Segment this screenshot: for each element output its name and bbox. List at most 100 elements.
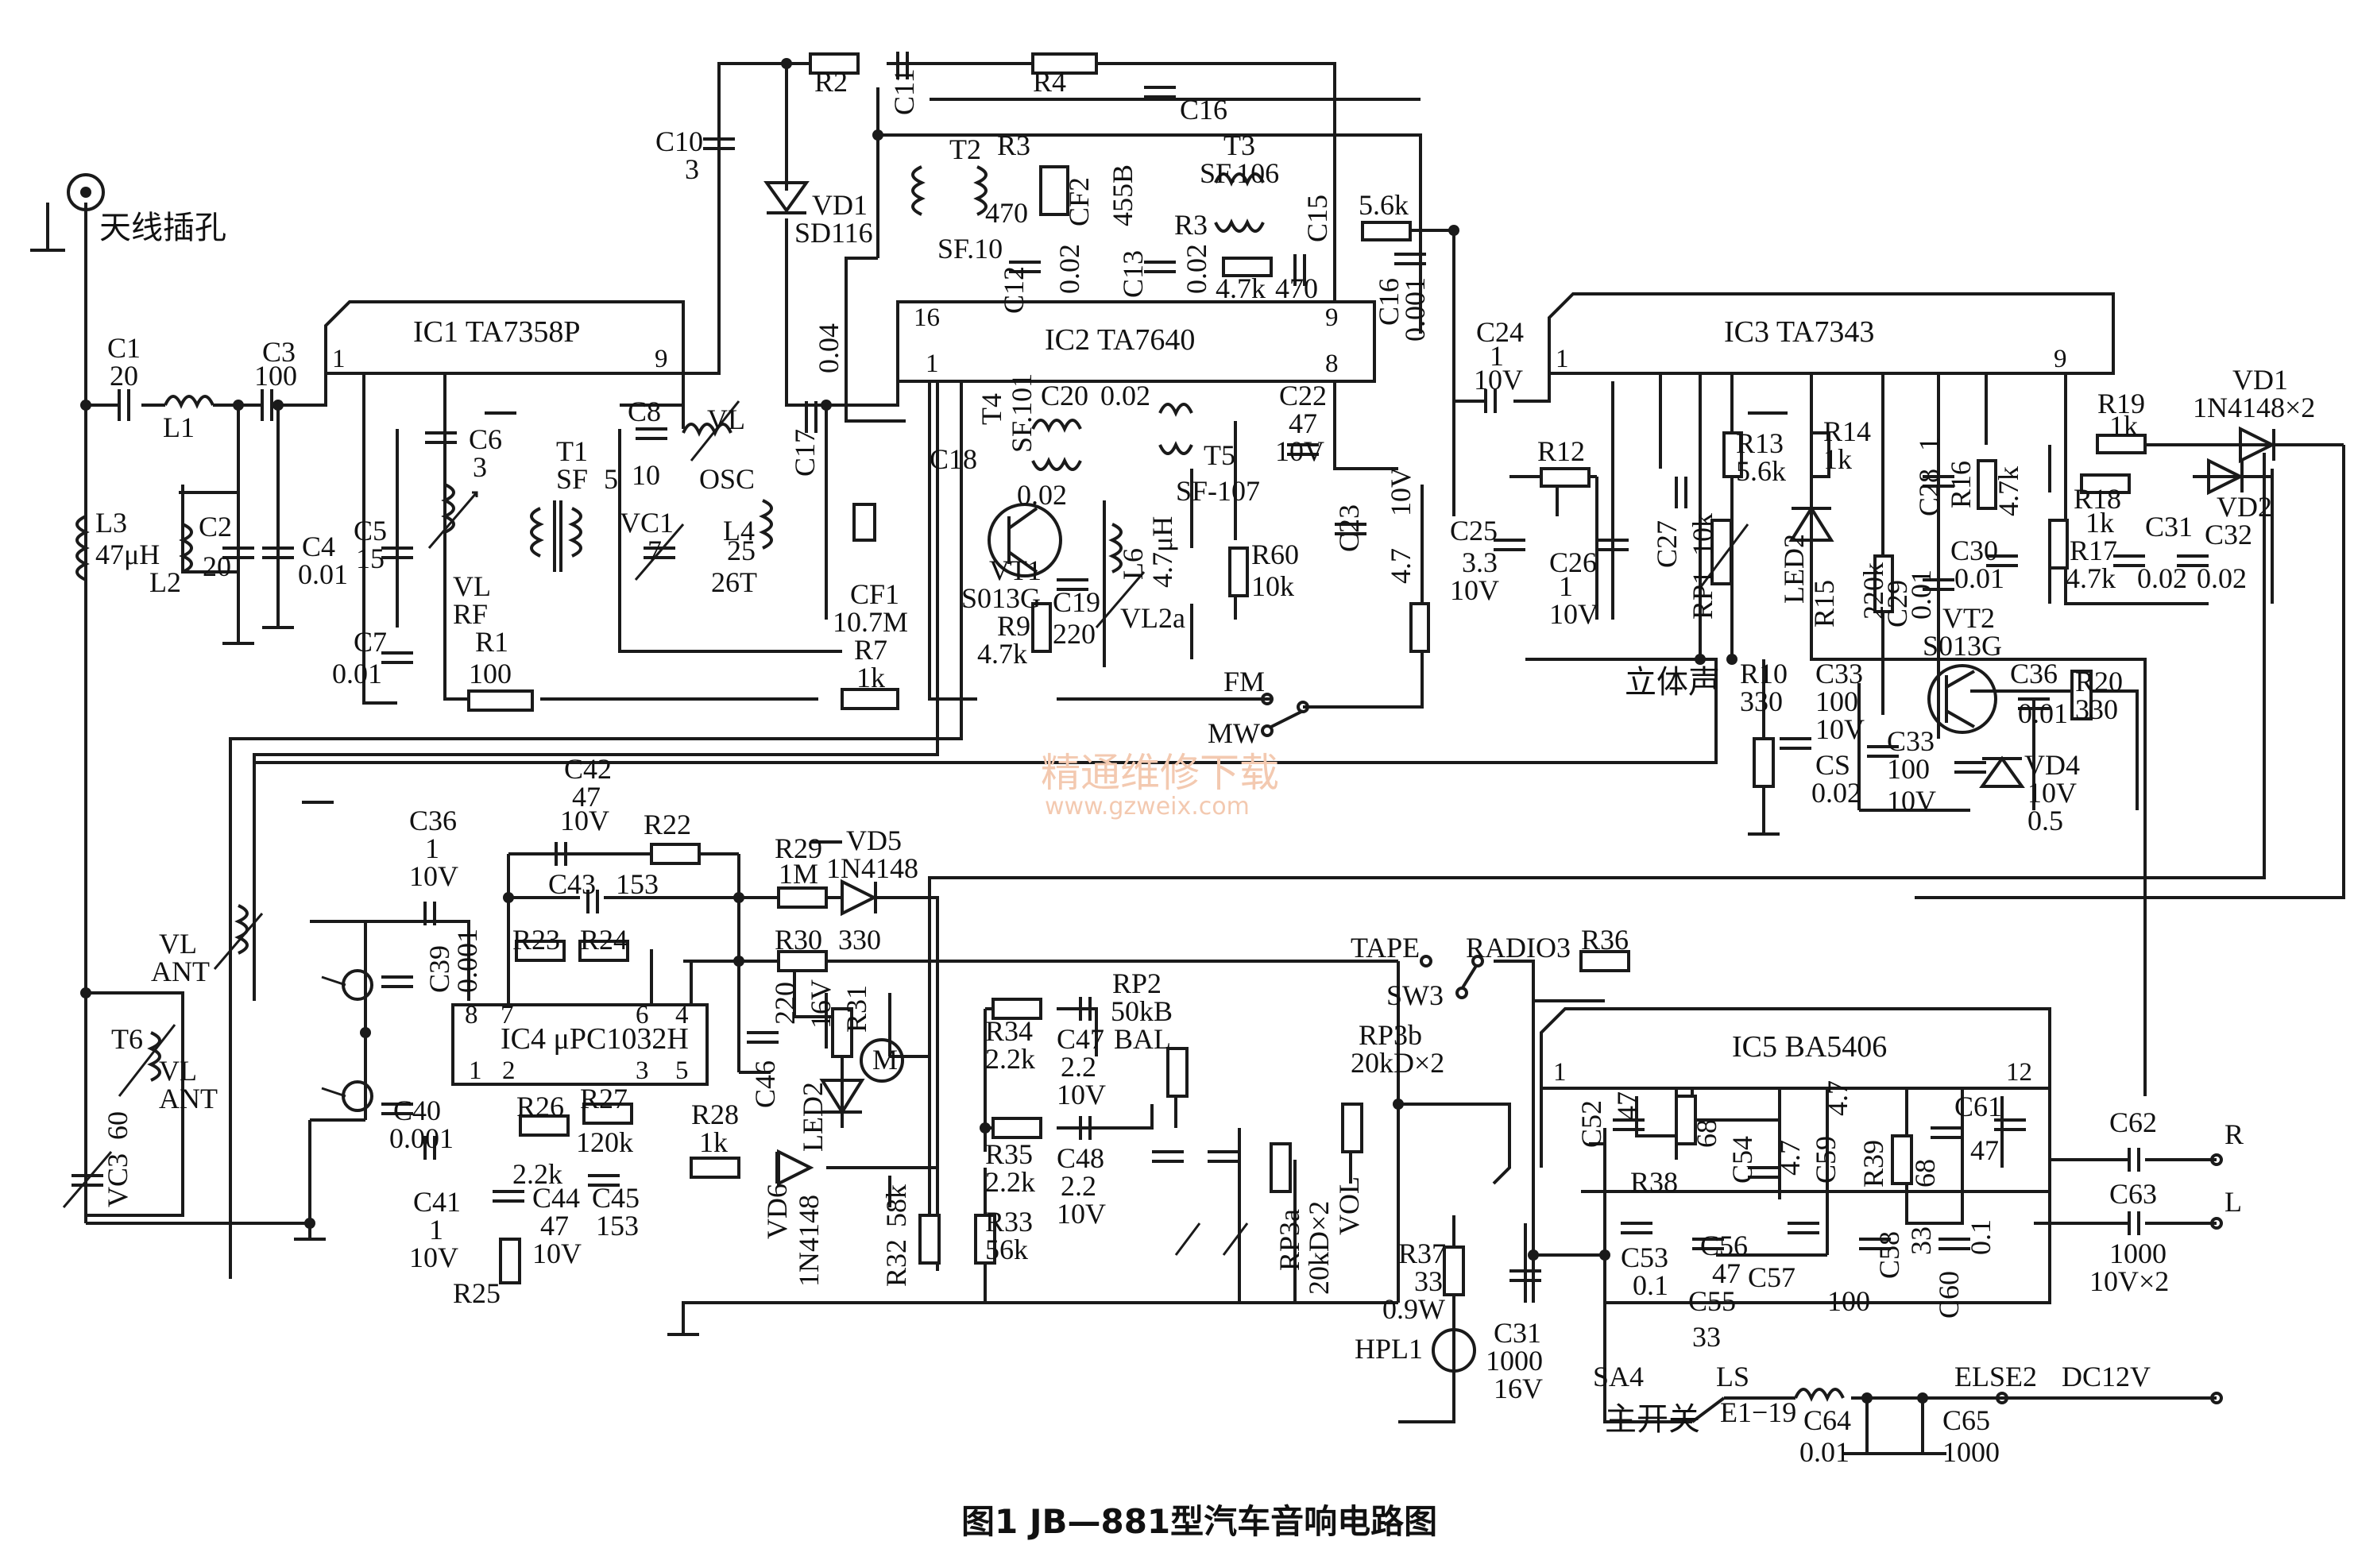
label-l3: L3 (95, 507, 127, 539)
label-c4: C4 (302, 531, 335, 562)
label-c31-rating: 16V (1494, 1373, 1543, 1404)
label-c63-value: 1000 (2109, 1238, 2167, 1269)
label-r24: R24 (580, 924, 628, 956)
label-c8-value: 10 (632, 459, 660, 491)
label-else2: ELSE2 (1954, 1361, 2037, 1392)
ic5-pin-left: 1 (1553, 1058, 1567, 1087)
ic5-pin-right: 12 (2006, 1058, 2032, 1087)
label-c41-rating: 10V (409, 1242, 458, 1273)
label-ls: LS (1716, 1361, 1749, 1392)
ic4-block: IC4 μPC1032H 8 7 6 4 1 2 3 5 (465, 1001, 689, 1085)
label-t4: T4 (976, 393, 1007, 425)
label-r7-value: 1k (856, 662, 885, 693)
label-c47: C47 (1057, 1023, 1104, 1055)
ic4-pin-8: 8 (465, 1001, 478, 1029)
label-c29-value: 0.01 (1905, 570, 1937, 620)
label-r27-value: 120k (576, 1126, 633, 1158)
label-led2-a: LED2 (1778, 534, 1810, 604)
label-c40-value: 0.001 (389, 1122, 454, 1154)
label-c57: C57 (1748, 1261, 1795, 1293)
label-c3: C3 (262, 336, 296, 368)
label-r9: R9 (997, 610, 1030, 642)
ic4-pin-7: 7 (501, 1001, 514, 1029)
label-r60-value: 10k (1251, 570, 1294, 602)
ic3-block: IC3 TA7343 1 9 (1548, 292, 2115, 375)
label-osc: OSC (699, 463, 755, 495)
label-rp2: RP2 (1112, 967, 1162, 999)
label-vd6: VD6 (761, 1184, 793, 1239)
label-vd1-b: VD1 (2232, 364, 2288, 396)
label-c19-value: 220 (1053, 618, 1096, 650)
label-vd5: VD5 (846, 825, 902, 856)
label-ant-1: ANT (151, 956, 210, 987)
label-c23-rating: 10V (1385, 467, 1417, 516)
label-r4: R4 (1033, 66, 1066, 98)
label-c48: C48 (1057, 1142, 1104, 1174)
label-c59-value: 4.7 (1822, 1080, 1853, 1116)
label-c30: C30 (1950, 535, 1998, 566)
label-cs-value: 0.02 (1811, 777, 1861, 809)
label-c43-value: 153 (616, 868, 659, 900)
ic4-name: IC4 μPC1032H (501, 1022, 689, 1056)
label-l6-value: 4.7μH (1146, 516, 1178, 588)
label-c29: C29 (1881, 580, 1913, 628)
label-c1-value: 20 (110, 360, 138, 392)
label-c22: C22 (1279, 380, 1327, 411)
label-r35: R35 (985, 1138, 1033, 1170)
label-c25: C25 (1450, 515, 1498, 546)
label-rp3a-value: 20kD×2 (1303, 1201, 1335, 1295)
label-t2: T2 (949, 133, 981, 165)
label-c2: C2 (199, 511, 232, 543)
label-c30-value: 0.01 (1954, 562, 2004, 594)
label-r34-value: 2.2k (985, 1043, 1035, 1075)
label-c12: C12 (998, 266, 1030, 314)
label-c25-rating: 10V (1450, 574, 1499, 606)
ic3-pin-left: 1 (1556, 345, 1569, 373)
label-c64-value: 0.01 (1799, 1436, 1850, 1468)
label-r25: R25 (453, 1277, 501, 1309)
label-vl-ant-1: VL (159, 928, 197, 960)
label-c26-value: 1 (1559, 570, 1573, 602)
label-cf1: CF1 (850, 578, 899, 610)
label-c7-value: 0.01 (332, 658, 382, 689)
label-tape: TAPE (1351, 932, 1420, 964)
label-c20: C20 (1041, 380, 1088, 411)
label-c42-rating: 10V (560, 805, 609, 836)
label-c52: C52 (1575, 1100, 1607, 1148)
label-r23: R23 (512, 924, 560, 956)
ic2-pin-tr: 9 (1325, 303, 1339, 332)
label-r37-value: 33 (1414, 1265, 1443, 1297)
label-rp3b-value: 20kD×2 (1351, 1047, 1444, 1079)
label-r33: R33 (985, 1206, 1033, 1238)
label-vl2a: VL2a (1120, 602, 1185, 634)
label-vd1-b-value: 1N4148×2 (2193, 392, 2315, 423)
label-c33-a: C33 (1815, 658, 1863, 689)
component-labels: 天线插孔 C1 20 L1 C3 100 L3 47μH L2 C2 20 C4… (95, 66, 2315, 1468)
label-vt2-type: S013G (1923, 630, 2002, 662)
ic2-name: IC2 TA7640 (1045, 323, 1195, 357)
label-c61: C61 (1954, 1091, 2002, 1122)
label-r39: R39 (1857, 1140, 1889, 1188)
label-output-r: R (2225, 1118, 2244, 1150)
label-vt1-type: S013G (961, 582, 1041, 614)
label-r26-value: 2.2k (512, 1158, 562, 1190)
label-rp1: RP1 (1687, 570, 1718, 620)
ic2-pin-br: 8 (1325, 350, 1339, 378)
label-r16: R16 (1945, 461, 1977, 508)
label-c48-rating: 10V (1057, 1198, 1106, 1230)
label-c32-value: 0.02 (2197, 562, 2247, 594)
label-c40: C40 (393, 1095, 441, 1126)
label-455b: 455B (1107, 164, 1138, 226)
label-c58-value: 33 (1905, 1226, 1937, 1255)
label-r38: R38 (1630, 1166, 1678, 1198)
label-c47-rating: 10V (1057, 1079, 1106, 1110)
label-r14: R14 (1823, 415, 1871, 447)
label-c44: C44 (532, 1182, 580, 1214)
label-r28-value: 1k (699, 1126, 728, 1158)
label-l1: L1 (163, 411, 195, 443)
label-r22: R22 (644, 809, 691, 840)
label-fm: FM (1223, 666, 1265, 697)
label-sf107: SF-107 (1176, 475, 1260, 507)
label-c56-value: 47 (1712, 1257, 1741, 1289)
